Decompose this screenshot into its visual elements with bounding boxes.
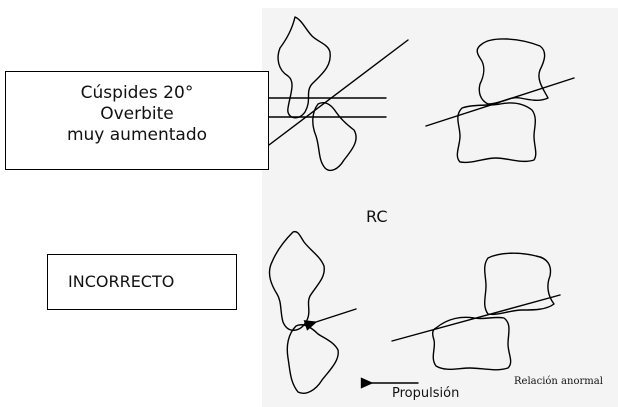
lower-tooth-bottom-right — [431, 316, 512, 371]
incorrect-label: INCORRECTO — [68, 272, 175, 291]
incorrect-box: INCORRECTO — [47, 254, 237, 310]
propulsion-arrow-upper — [303, 308, 357, 331]
occlusal-plane-top-right — [425, 77, 575, 127]
abnormal-relation-label: Relación anormal — [514, 376, 603, 387]
lower-tooth-top-right — [456, 102, 537, 164]
upper-tooth-top-left — [277, 16, 331, 119]
upper-tooth-top-right — [476, 38, 549, 105]
overbite-label: Overbite — [100, 104, 174, 124]
upper-tooth-bottom-left — [268, 230, 325, 331]
cusps-label: Cúspides 20° — [80, 83, 194, 103]
increased-label: muy aumentado — [66, 125, 208, 145]
lower-tooth-bottom-left — [286, 324, 339, 394]
upper-tooth-bottom-right — [484, 252, 555, 316]
rc-label: RC — [366, 207, 388, 226]
occlusal-plane-bottom-right — [391, 294, 561, 342]
propulsion-label: Propulsión — [392, 386, 460, 401]
lower-tooth-top-left — [312, 102, 357, 172]
cusps-overbite-box: Cúspides 20° Overbite muy aumentado — [5, 71, 269, 170]
incline-line-top-left — [264, 39, 409, 149]
